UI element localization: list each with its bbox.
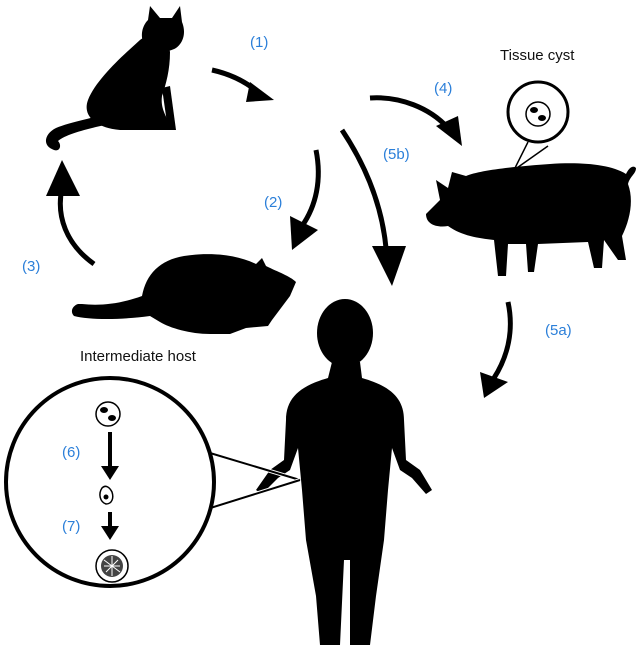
step-2-label: (2) (264, 194, 282, 211)
step-1-label: (1) (250, 34, 268, 51)
step-3-label: (3) (22, 258, 40, 275)
bradyzoite-icon (100, 486, 113, 504)
step-6-label: (6) (62, 444, 80, 461)
step-4-label: (4) (434, 80, 452, 97)
arrow-step-3 (60, 188, 94, 264)
tissue-cyst-label: Tissue cyst (500, 47, 574, 64)
tissue-cyst-icon (526, 102, 550, 126)
arrow-step-5a (494, 302, 510, 378)
arrow-step-4 (370, 98, 448, 128)
pig-silhouette (426, 163, 636, 276)
arrow-step-5b (342, 130, 386, 248)
tissue-cyst-icon (96, 402, 120, 426)
arrow-step-2 (302, 150, 318, 226)
cat-silhouette (46, 6, 184, 150)
step-7-label: (7) (62, 518, 80, 535)
step-5a-label: (5a) (545, 322, 572, 339)
sporulated-oocyst-icon (96, 550, 128, 582)
zoom-circle (6, 378, 214, 586)
intermediate-host-label: Intermediate host (80, 348, 196, 365)
human-silhouette (256, 299, 432, 645)
step-5b-label: (5b) (383, 146, 410, 163)
rat-silhouette (72, 254, 296, 334)
tissue-cyst-callout (508, 82, 568, 170)
